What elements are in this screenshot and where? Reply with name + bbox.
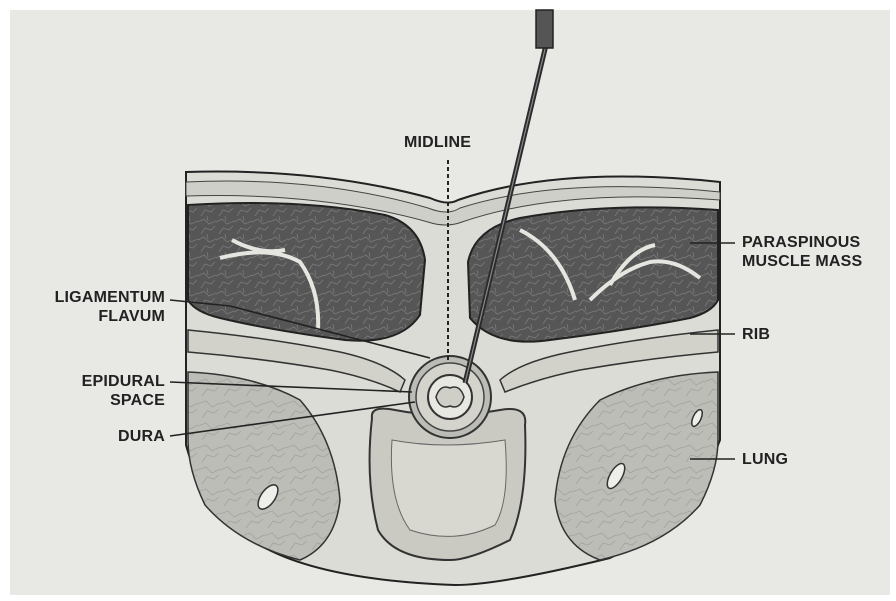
vertebral-body-inner [391,440,506,536]
label-epidural-space: EPIDURAL SPACE [30,372,165,410]
spinal-cord [436,387,464,407]
label-rib: RIB [742,325,770,344]
label-dura: DURA [30,427,165,446]
needle-hub [536,10,553,48]
label-paraspinous-muscle-mass: PARASPINOUS MUSCLE MASS [742,233,862,271]
label-lung: LUNG [742,450,788,469]
label-midline: MIDLINE [404,133,471,152]
label-ligamentum-flavum: LIGAMENTUM FLAVUM [30,288,165,326]
